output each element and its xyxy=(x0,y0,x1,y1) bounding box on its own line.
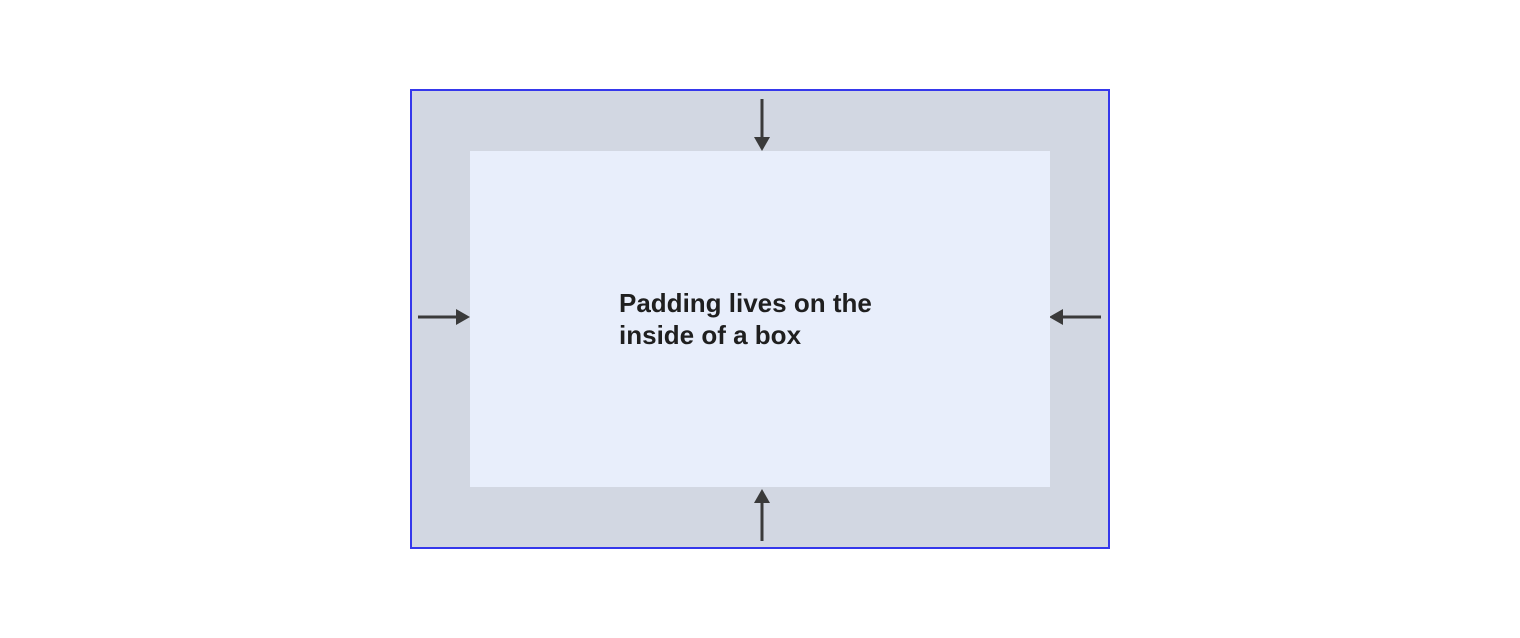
content-box: Padding lives on the inside of a box xyxy=(470,151,1050,487)
arrow-right-icon xyxy=(418,308,470,326)
arrow-up-icon xyxy=(753,489,771,541)
padding-label-line1: Padding lives on the xyxy=(619,288,872,318)
arrow-left-icon xyxy=(1049,308,1101,326)
padding-label: Padding lives on the inside of a box xyxy=(619,287,901,351)
arrow-down-icon xyxy=(753,99,771,151)
padding-label-line2: inside of a box xyxy=(619,320,802,350)
bordered-box: Padding lives on the inside of a box xyxy=(410,89,1110,549)
